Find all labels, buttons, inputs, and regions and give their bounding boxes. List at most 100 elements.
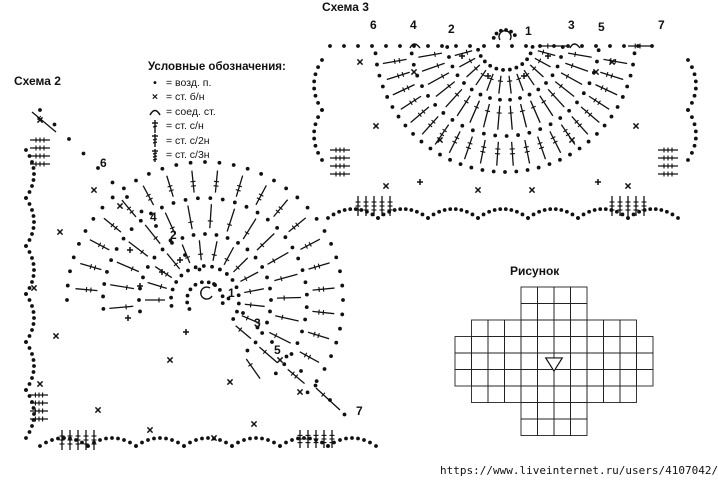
chain-dot (344, 436, 348, 441)
chain-dot (488, 96, 492, 100)
dc-bar (317, 263, 321, 269)
chain-dot (241, 311, 245, 315)
dc-bar (245, 315, 249, 321)
dc-bar (147, 197, 153, 201)
dc-bar (417, 112, 422, 117)
grid-cell (619, 352, 637, 370)
dc-stitch (244, 303, 265, 308)
dc-bar (164, 271, 169, 277)
chain-dot (686, 108, 690, 112)
chain-dot (686, 58, 690, 62)
chain-dot (420, 212, 425, 217)
chain-dot (359, 208, 364, 212)
dc-stitch (256, 233, 275, 251)
grid-cell (570, 352, 588, 370)
grid-cell (570, 319, 588, 337)
slip-arc (409, 43, 421, 49)
chain-dot (341, 298, 345, 302)
chain-dot (139, 209, 144, 214)
chain-dot (340, 283, 345, 288)
chain-dot (524, 44, 528, 48)
chain-dot (326, 444, 330, 448)
grid-cell (570, 303, 588, 321)
chain-dot (146, 172, 151, 176)
chain-dot (30, 208, 34, 212)
chain-dot (265, 275, 269, 280)
chain-dot (692, 143, 697, 148)
chain-dot (458, 162, 463, 167)
chain-dot (236, 301, 241, 306)
grid-cell (636, 369, 654, 387)
chain-dot (598, 207, 603, 212)
dc-stitch (567, 52, 592, 58)
chain-dot (426, 216, 430, 220)
grid-cell (553, 336, 571, 354)
chain-dot (384, 44, 388, 48)
chain-dot (510, 44, 514, 48)
dc-stitch (529, 100, 541, 123)
chain-dot (481, 131, 486, 136)
dc-bar (258, 193, 264, 197)
dc-bar (274, 333, 278, 339)
grid-cell (553, 319, 571, 337)
dc-stitch (486, 73, 494, 91)
chain-dot (231, 163, 236, 167)
chain-dot (568, 152, 572, 157)
chain-dot (303, 280, 308, 285)
chain-dot (398, 207, 403, 212)
chain-dot (81, 151, 86, 156)
dc-bar (318, 309, 320, 315)
grid-cell (537, 402, 555, 420)
chain-dot (296, 256, 301, 261)
sc-plus (485, 73, 491, 79)
dc-bar (519, 109, 525, 113)
sc-cross (528, 186, 536, 194)
dc-bar (610, 73, 614, 79)
chain-dot (595, 132, 599, 136)
chain-dot (331, 212, 336, 217)
chain-dot (206, 280, 211, 285)
dc-bar (442, 128, 447, 133)
chain-dot (27, 346, 32, 350)
chain-dot (322, 367, 327, 371)
chain-dot (312, 86, 317, 91)
chain-dot (615, 105, 620, 109)
chain-dot (182, 444, 186, 448)
dc-bar (140, 249, 144, 255)
dc-bar (272, 258, 276, 264)
chain-dot (520, 212, 525, 217)
sc-plus (137, 283, 143, 289)
dc-stitch (469, 100, 481, 123)
chain-dot (98, 438, 102, 442)
chain-dot (234, 285, 239, 290)
chain-dot (171, 201, 176, 205)
dc-bar (308, 241, 312, 247)
chain-dot (491, 169, 496, 174)
dc-stitch (267, 251, 289, 265)
dc-icon (148, 119, 162, 133)
chain-dot (31, 214, 36, 218)
chain-dot (478, 54, 483, 58)
dc-bar (236, 184, 243, 188)
dc-stitch (110, 284, 135, 290)
dot-icon: • (153, 76, 157, 89)
dc-bar (605, 71, 609, 77)
dc-bar (125, 284, 128, 291)
chain-dot (602, 123, 607, 128)
chain-dot (447, 55, 451, 59)
dc-stitch (445, 88, 463, 108)
chain-dot (272, 178, 276, 183)
dc-bar (574, 51, 577, 57)
chain-dot (438, 152, 442, 157)
chain-dot (83, 229, 88, 233)
chain-dot (114, 247, 119, 251)
dc-bar (168, 189, 174, 192)
chain-dot (295, 341, 300, 346)
chain-dot (575, 100, 579, 105)
chain-dot (482, 44, 486, 48)
chain-dot (493, 133, 498, 138)
scheme2-round-6: 6 (100, 156, 107, 170)
dc-bar (159, 284, 163, 290)
dc-bar (304, 243, 308, 249)
chain-dot (530, 44, 535, 49)
